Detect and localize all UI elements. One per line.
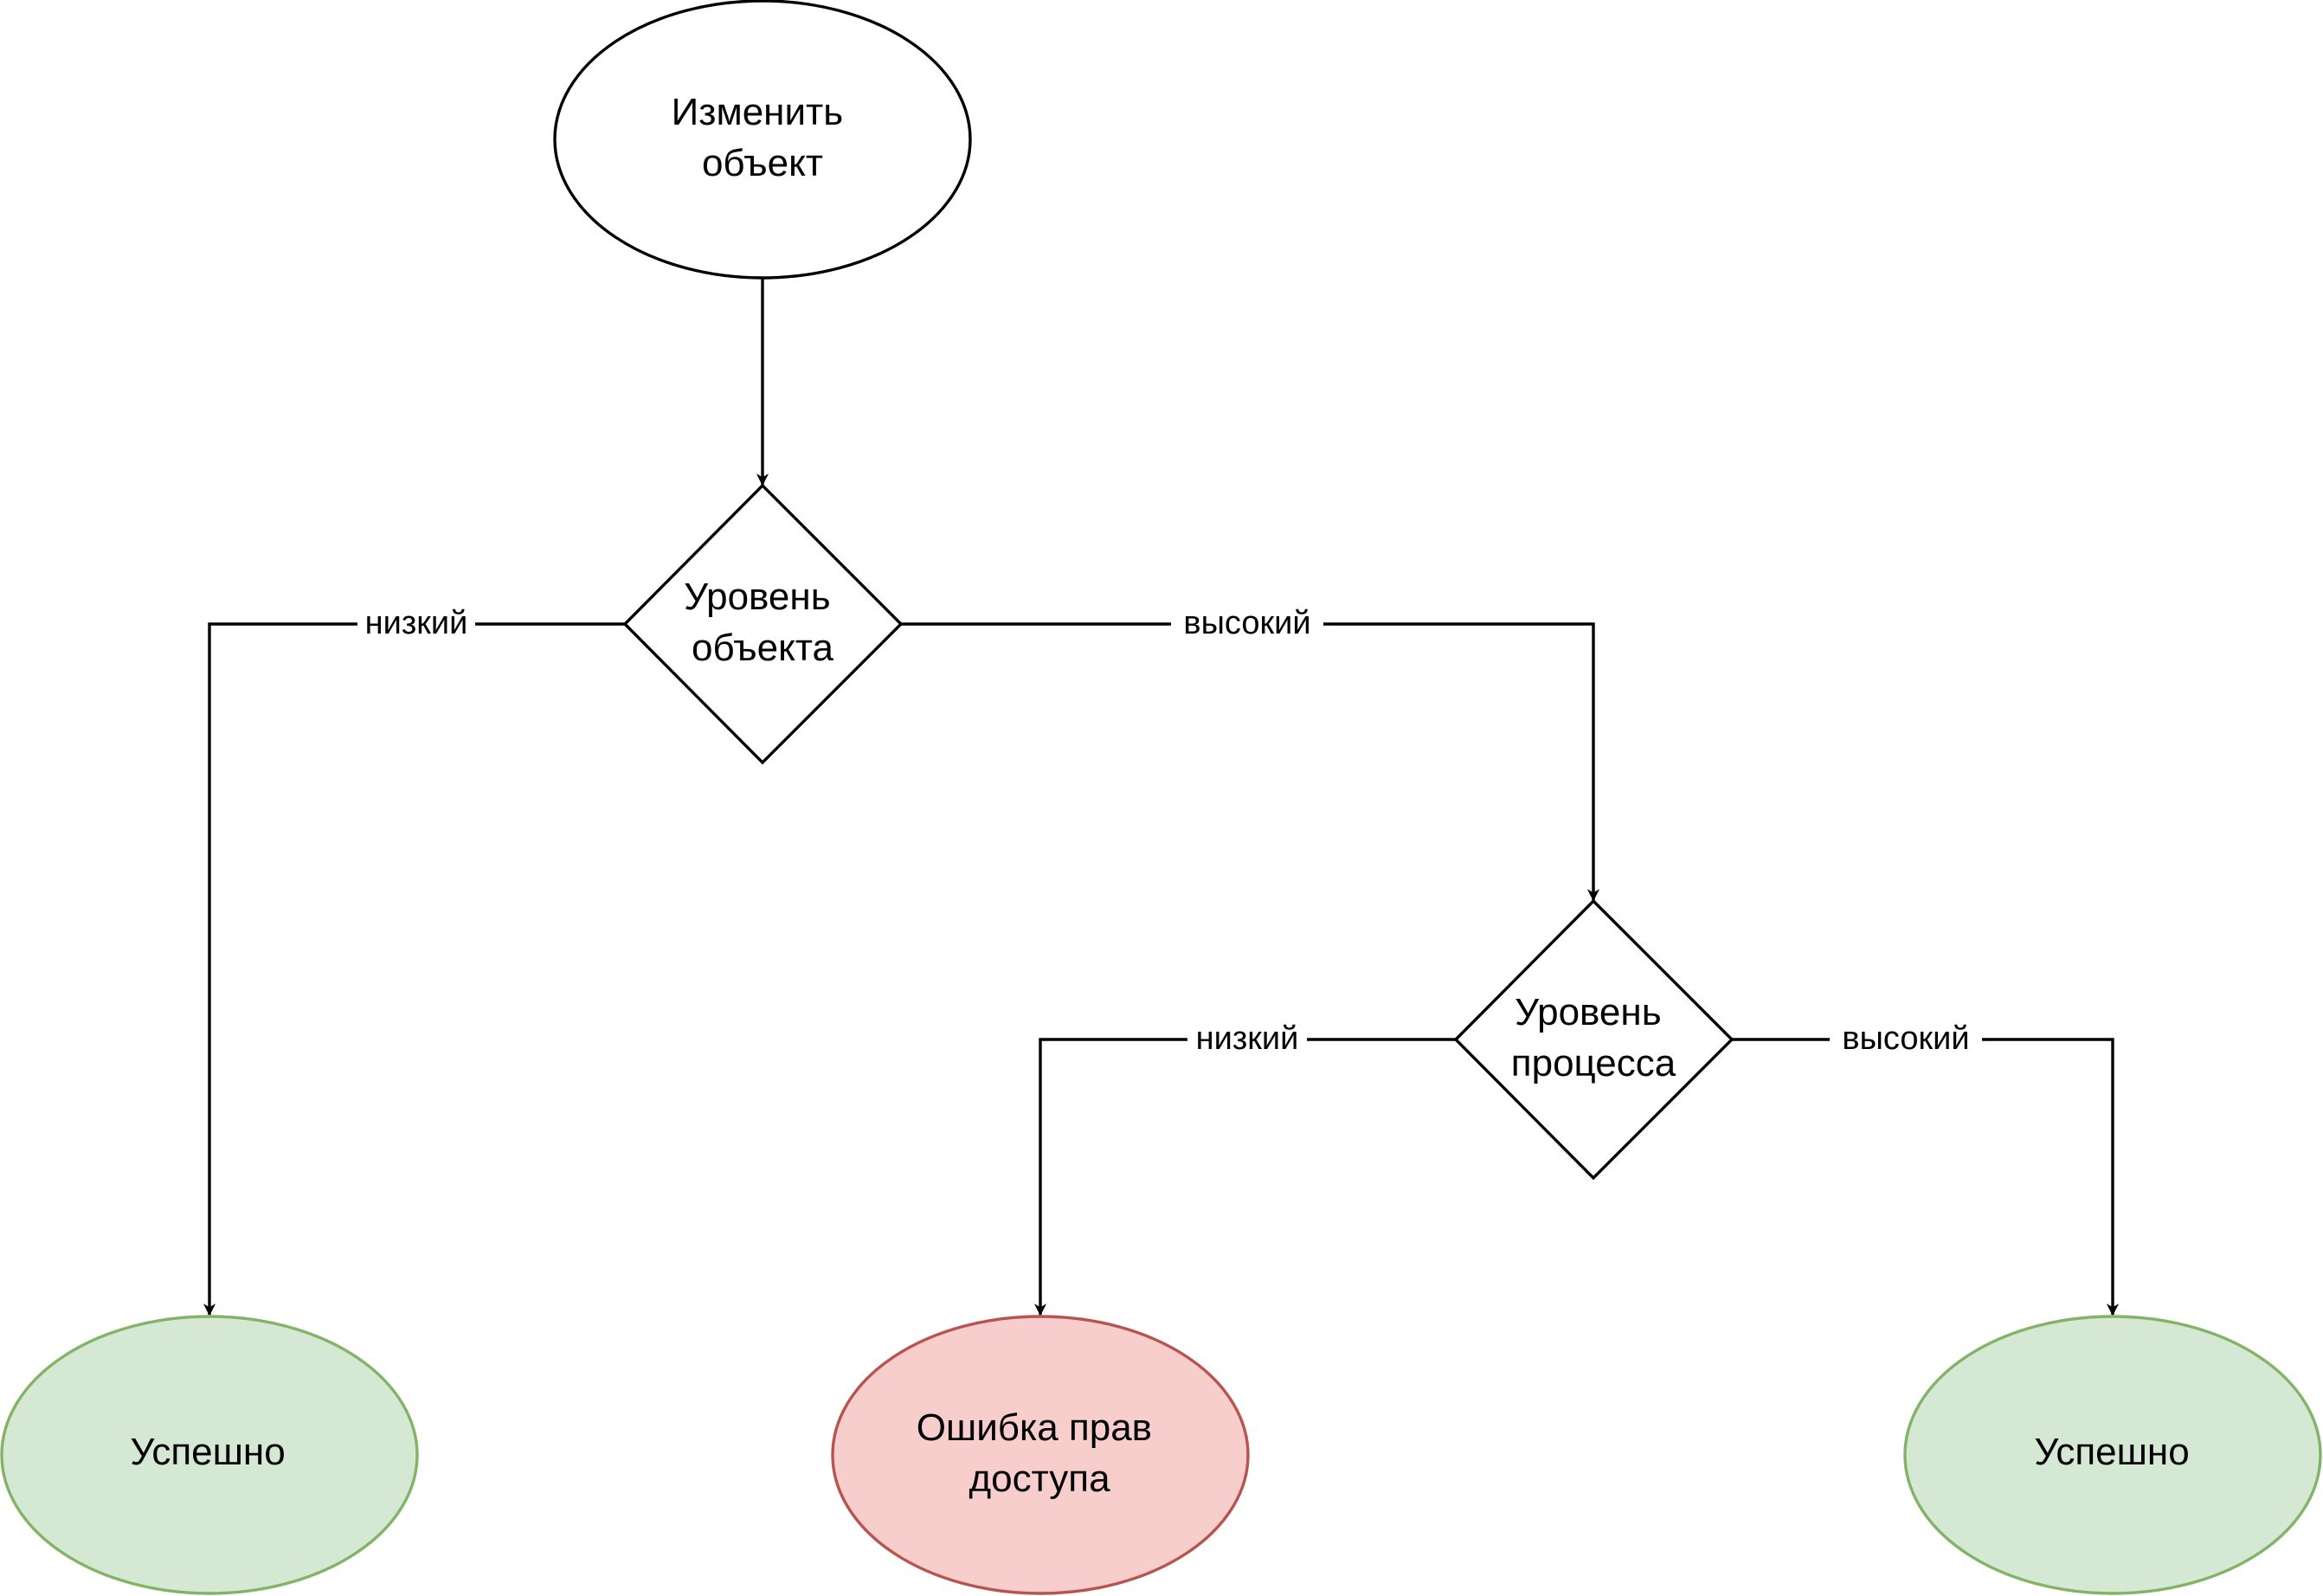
start-ellipse xyxy=(553,0,972,280)
edge-process-level-high: высокий xyxy=(1732,1020,2120,1316)
edges: низкий высокий низкий высокий xyxy=(203,279,2120,1316)
node-label: Ошибка прав доступа xyxy=(917,1406,1163,1500)
node-label: Уровень объекта xyxy=(684,576,841,669)
error-ellipse xyxy=(831,1315,1250,1595)
edge-label-background xyxy=(357,606,475,642)
decision-diamond xyxy=(622,483,904,765)
edge-label-background xyxy=(1171,606,1323,642)
edge-process-level-low: низкий xyxy=(1033,1020,1456,1316)
edge-label-background xyxy=(1830,1021,1982,1058)
node-process-level-decision[interactable]: Уровень процесса xyxy=(1453,898,1734,1181)
node-label: Изменить объект xyxy=(672,91,854,184)
success-ellipse xyxy=(0,1315,419,1595)
edge-label-high: высокий xyxy=(1183,605,1310,641)
edge-label-low: низкий xyxy=(1196,1020,1299,1057)
edge-object-level-low: низкий xyxy=(203,605,625,1316)
node-label: Успешно xyxy=(130,1431,285,1473)
node-label: Уровень процесса xyxy=(1511,991,1676,1084)
node-start[interactable]: Изменить объект xyxy=(553,0,972,280)
node-success-left[interactable]: Успешно xyxy=(0,1315,419,1595)
node-success-right[interactable]: Успешно xyxy=(1903,1315,2322,1595)
node-access-error[interactable]: Ошибка прав доступа xyxy=(831,1315,1250,1595)
edge-object-level-high: высокий xyxy=(901,605,1600,902)
success-ellipse xyxy=(1903,1315,2322,1595)
decision-diamond xyxy=(1453,898,1734,1181)
edge-label-high: высокий xyxy=(1842,1020,1969,1057)
node-label: Успешно xyxy=(2034,1431,2189,1473)
edge-label-low: низкий xyxy=(365,605,468,641)
edge-label-background xyxy=(1187,1021,1307,1058)
node-object-level-decision[interactable]: Уровень объекта xyxy=(622,483,904,765)
